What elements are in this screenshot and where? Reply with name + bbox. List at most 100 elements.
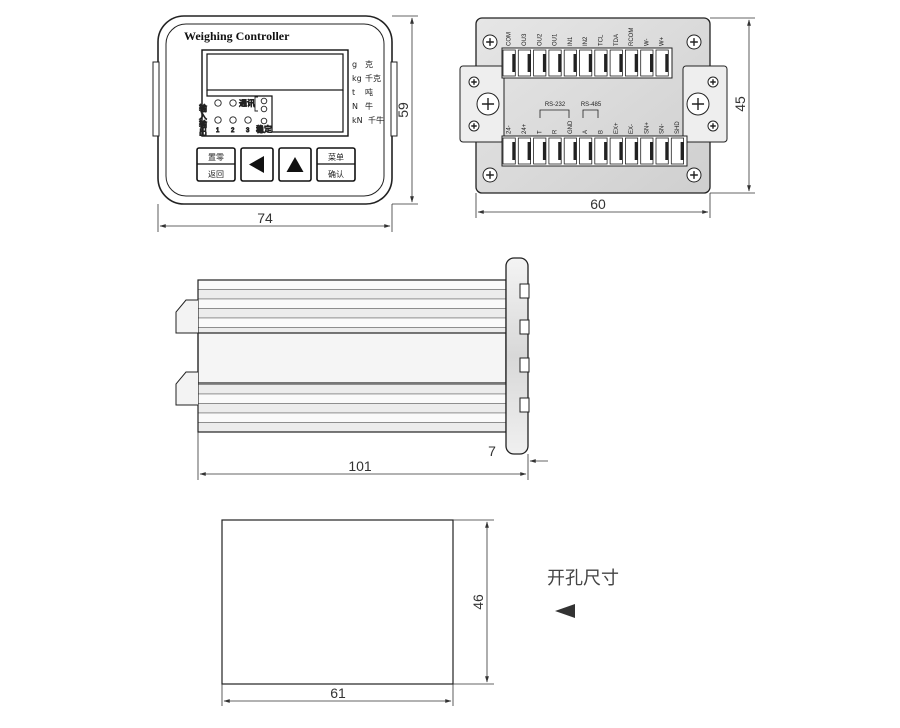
output-label: 输出 (199, 119, 208, 137)
rear-dimensions (475, 17, 755, 218)
side-clip-bottom (175, 371, 198, 406)
fin (197, 298, 507, 309)
pin-label: 24+ (522, 123, 528, 134)
unit-kg-cn: 千克 (365, 73, 381, 83)
device-title: Weighing Controller (184, 29, 290, 43)
terminal-divider (619, 54, 623, 72)
screw-icon (468, 120, 480, 132)
cutout-dimensions (221, 519, 494, 706)
terminal-divider (542, 54, 546, 72)
terminal-divider (604, 142, 608, 160)
unit-g: g (352, 60, 357, 69)
cutout-pointer-icon (555, 604, 575, 618)
screw-icon (686, 167, 702, 183)
pin-label: COM (507, 32, 513, 46)
pin-label: A (583, 130, 589, 134)
led-num-1: 1 (216, 128, 220, 134)
terminal-divider (573, 54, 577, 72)
led-output-2 (229, 116, 237, 124)
screw-icon (686, 34, 702, 50)
pin-label: IN2 (583, 36, 589, 46)
led-input-2 (229, 99, 237, 107)
led-comm-2 (260, 105, 268, 113)
terminal-divider (650, 142, 653, 160)
screw-icon (482, 167, 498, 183)
fin (197, 384, 507, 395)
unit-kg: kg (352, 74, 362, 83)
rs232-label: RS-232 (545, 102, 566, 108)
side-view: 101 7 (175, 257, 548, 480)
rs232-bracket (539, 109, 570, 118)
terminal-divider (634, 142, 638, 160)
terminal-divider (650, 54, 653, 72)
fin (197, 279, 507, 290)
terminal-divider (527, 54, 531, 72)
comm-bracket (254, 96, 258, 112)
left-arrow-icon (249, 156, 264, 173)
terminal-divider (634, 54, 638, 72)
terminal-divider (588, 54, 592, 72)
terminal-divider (665, 54, 669, 72)
led-output-1 (214, 116, 222, 124)
side-dimensions (197, 432, 548, 480)
fin (197, 308, 507, 319)
unit-kn-cn: 千牛 (368, 115, 384, 125)
button-up[interactable] (278, 147, 312, 182)
confirm-label: 确认 (328, 169, 344, 179)
up-arrow-icon (286, 157, 304, 172)
pin-label: SN+ (644, 122, 650, 134)
pin-label: EX- (629, 124, 635, 134)
terminal-divider (619, 142, 623, 160)
pin-label: TDA (614, 34, 620, 46)
screw-icon (468, 76, 480, 88)
screw-icon (686, 92, 710, 116)
unit-t-cn: 吨 (365, 87, 373, 97)
unit-n: N (352, 102, 358, 111)
unit-g-cn: 克 (365, 60, 373, 69)
indicator-leds: 输入 通讯 输出 1 2 3 稳定 (198, 96, 272, 137)
return-label: 返回 (208, 170, 224, 179)
side-depth-dim: 101 (348, 458, 372, 474)
side-center-band (197, 332, 507, 384)
pin-label: EX+ (614, 122, 620, 134)
bottom-terminals (502, 137, 684, 165)
button-left[interactable] (240, 147, 274, 182)
left-clip (152, 61, 160, 137)
unit-t: t (352, 88, 355, 97)
terminal-divider (588, 142, 592, 160)
terminal-divider (680, 142, 684, 160)
terminal-divider (558, 54, 562, 72)
front-dimensions (157, 15, 418, 232)
front-width-dim: 74 (257, 210, 273, 226)
pin-label: 24- (507, 125, 513, 134)
pin-label: W+ (660, 36, 666, 46)
pin-label: SHD (675, 121, 681, 134)
terminal-divider (512, 142, 516, 160)
zero-label: 置零 (208, 153, 224, 162)
cutout-rect (221, 519, 454, 685)
button-menu[interactable]: 菜单 确认 (316, 147, 356, 182)
button-zero[interactable]: 置零 返回 (196, 147, 236, 182)
input-label: 输入 (199, 103, 208, 120)
stable-label: 稳定 (256, 124, 272, 134)
rs485-bracket (582, 109, 599, 118)
pin-label: TCL (598, 34, 604, 46)
pin-label: R (553, 129, 559, 134)
screw-icon (707, 76, 719, 88)
rs485-label: RS-485 (581, 102, 602, 108)
pin-label: OU3 (522, 33, 528, 46)
comm-label: 通讯 (239, 98, 255, 108)
fin (197, 403, 507, 414)
led-stable (260, 117, 268, 125)
fin (197, 412, 507, 423)
terminal-divider (604, 54, 608, 72)
panel-cutout: 61 46 开孔尺寸 (221, 519, 619, 706)
unit-kn: kN (352, 116, 363, 125)
flange-tab-1 (519, 283, 530, 299)
led-num-2: 2 (231, 128, 235, 134)
fin (197, 317, 507, 328)
